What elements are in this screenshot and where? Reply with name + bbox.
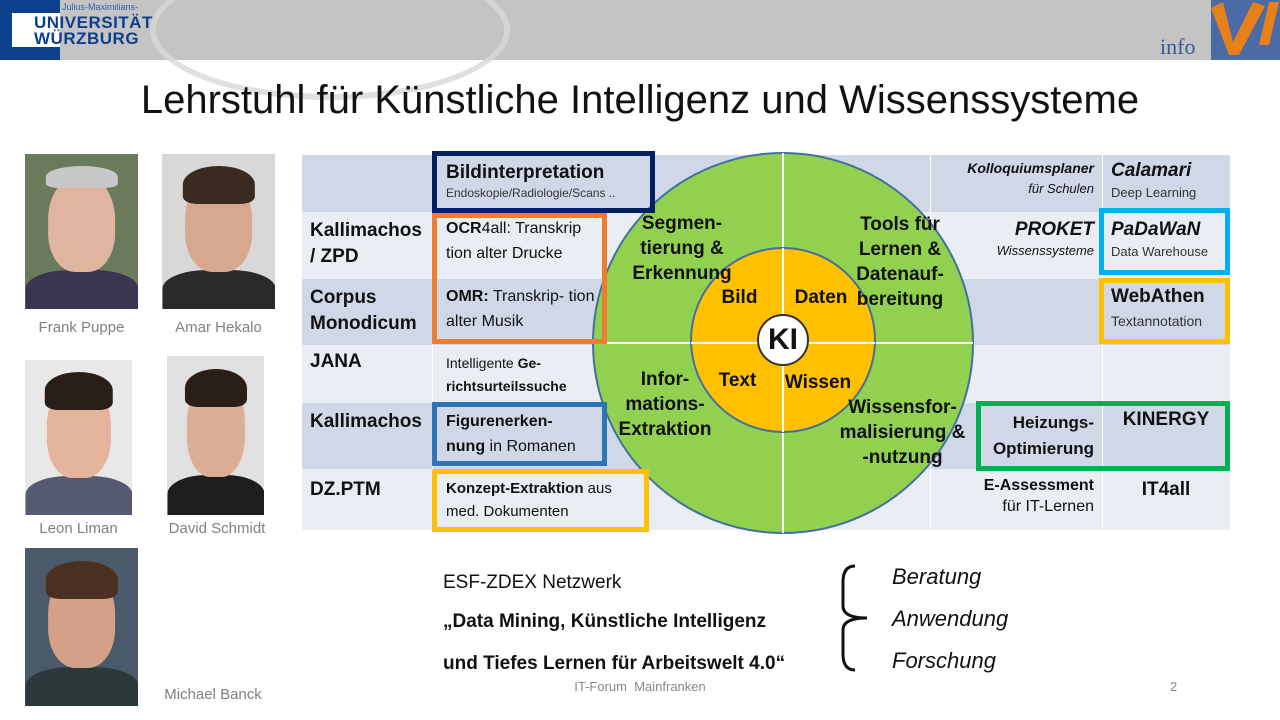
infovi-logo [1211, 0, 1280, 60]
name-michael-banck: Michael Banck [164, 686, 262, 703]
omr-cell: OMR: Transkrip- tion alter Musik [446, 284, 596, 334]
ki-circle-diagram [592, 152, 974, 534]
proket-sub: Wissenssysteme [996, 243, 1094, 258]
curly-brace-icon [841, 564, 868, 672]
figuren-bold: Figurenerken- nung [446, 413, 553, 455]
name-amar-hekalo: Amar Hekalo [175, 319, 262, 336]
eassessment-title: E-Assessment [983, 477, 1094, 494]
webathen-sub: Textannotation [1111, 313, 1203, 329]
ki-center-circle [757, 314, 809, 366]
omr-rest: Transkrip- tion alter Musik [446, 288, 595, 330]
project-kallimachos-zpd: Kallimachos / ZPD [310, 220, 422, 267]
proket-title: PROKET [1014, 219, 1094, 240]
network-quote-line2: und Tiefes Lernen für Arbeitswelt 4.0“ [443, 653, 786, 674]
logo-line2: WÜRZBURG [34, 29, 140, 48]
konzept-rest: aus med. Dokumenten [446, 480, 612, 520]
university-logo-inner [12, 13, 60, 47]
calamari-title: Calamari [1111, 160, 1192, 181]
heizung-cell: Heizungs- Optimierung [992, 413, 1094, 458]
highlight-box-cyan [1099, 208, 1230, 275]
highlight-box-green [976, 401, 1230, 471]
slide-title: Lehrstuhl für Künstliche Intelligenz und… [140, 78, 1140, 122]
project-corpus-monodicum: Corpus Monodicum [310, 287, 417, 334]
eassessment-sub: für IT-Lernen [1002, 498, 1094, 515]
webathen-title: WebAthen [1111, 286, 1205, 307]
calamari-sub: Deep Learning [1111, 185, 1197, 200]
highlight-box-navy [432, 151, 655, 213]
photo-frank-puppe [25, 154, 138, 309]
figuren-rest: in Romanen [485, 438, 576, 455]
highlight-box-yellow [432, 469, 649, 532]
quadrant-informationsextraktion: Infor- mations- Extraktion [618, 369, 712, 440]
bildinterpretation-cell: Bildinterpretation Endoskopie/Radiologie… [446, 160, 646, 200]
label-wissen: Wissen [784, 372, 852, 393]
kinergy-cell: KINERGY [1122, 409, 1210, 430]
kolloquium-title: Kolloquiumsplaner [967, 160, 1094, 176]
highlight-box-orange [432, 213, 607, 344]
padawan-cell: PaDaWaN Data Warehouse [1111, 219, 1229, 259]
goal-beratung: Beratung [892, 564, 982, 589]
photo-leon-liman [25, 360, 132, 515]
label-ki: KI [768, 323, 798, 356]
network-quote-line1: „Data Mining, Künstliche Intelligenz [443, 611, 767, 632]
label-text: Text [718, 370, 757, 391]
konzept-bold: Konzept-Extraktion [446, 480, 584, 497]
padawan-title: PaDaWaN [1111, 219, 1201, 240]
project-jana: JANA [310, 351, 362, 372]
label-bild: Bild [721, 287, 758, 308]
kolloquium-sub: für Schulen [1028, 181, 1094, 196]
project-kallimachos: Kallimachos [310, 411, 422, 432]
bildinterpretation-title: Bildinterpretation [446, 162, 605, 183]
quadrant-segmentierung: Segmen- tierung & Erkennung [632, 213, 732, 284]
bildinterpretation-sub: Endoskopie/Radiologie/Scans .. [446, 186, 616, 200]
goal-anwendung: Anwendung [892, 606, 1009, 631]
jana-cell: Intelligente Ge- richtsurteilssuche [446, 352, 596, 398]
quadrant-wissensformalisierung: Wissensfor- malisierung & -nutzung [839, 397, 966, 468]
ocr4all-cell: OCR4all: Transkrip tion alter Drucke [446, 216, 606, 266]
name-leon-liman: Leon Liman [39, 520, 118, 537]
quadrant-tools: Tools für Lernen & Datenauf- bereitung [856, 214, 944, 310]
network-name: ESF-ZDEX Netzwerk [443, 572, 622, 593]
padawan-sub: Data Warehouse [1111, 244, 1209, 259]
konzept-cell: Konzept-Extraktion aus med. Dokumenten [446, 477, 646, 523]
name-david-schmidt: David Schmidt [168, 520, 266, 537]
eassessment-cell: E-Assessment für IT-Lernen [930, 477, 1094, 516]
goal-forschung: Forschung [892, 648, 996, 673]
it4all-cell: IT4all [1141, 479, 1191, 500]
logo-small-text: Julius-Maximilians- [62, 2, 139, 12]
info-label: info [1160, 34, 1196, 59]
kolloquium-cell: Kolloquiumsplaner für Schulen [930, 160, 1094, 196]
label-daten: Daten [794, 287, 848, 308]
logo-line1: UNIVERSITÄT [34, 13, 153, 32]
photo-amar-hekalo [162, 154, 275, 309]
highlight-box-yellow-right [1099, 278, 1230, 344]
project-dz-ptm: DZ.PTM [310, 479, 381, 500]
highlight-box-blue [432, 402, 607, 466]
jana-bold: Ge- richtsurteilssuche [446, 355, 567, 394]
vi-logo-icon [1211, 2, 1279, 55]
ocr-bold: OCR [446, 220, 482, 237]
ocr-rest: 4all: Transkrip tion alter Drucke [446, 220, 582, 262]
page-number: 2 [1170, 679, 1178, 694]
figuren-cell: Figurenerken- nung in Romanen [446, 409, 596, 459]
omr-bold: OMR: [446, 288, 489, 305]
footer-text: IT-Forum Mainfranken [574, 679, 706, 694]
photo-michael-banck [25, 548, 138, 706]
jana-normal: Intelligente [446, 355, 518, 371]
proket-cell: PROKET Wissenssysteme [930, 219, 1094, 258]
name-frank-puppe: Frank Puppe [38, 319, 125, 336]
photo-david-schmidt [167, 356, 264, 515]
